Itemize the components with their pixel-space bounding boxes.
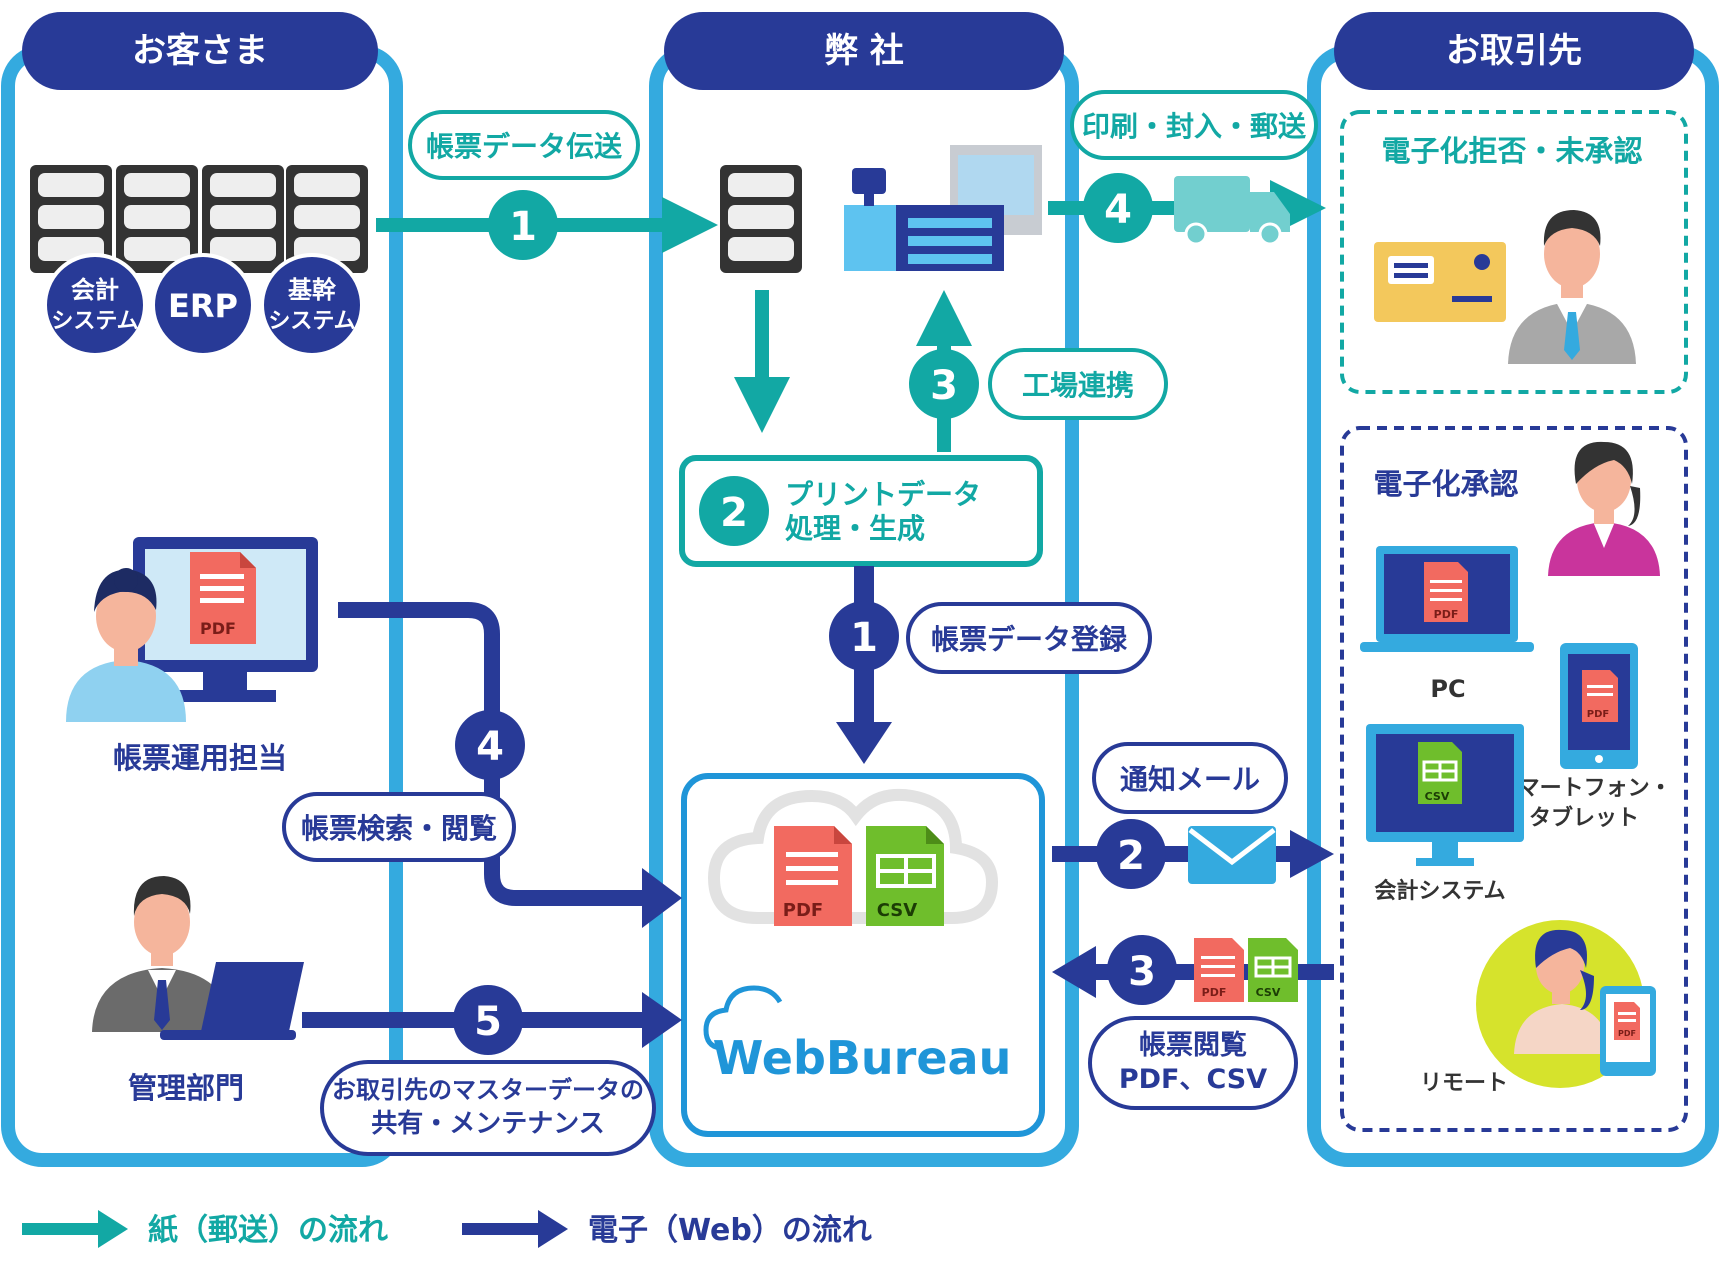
paper-step4-badge: 4 bbox=[1083, 173, 1153, 243]
paper-step1-badge: 1 bbox=[488, 190, 558, 260]
remote-label: リモート bbox=[1420, 1071, 1508, 1096]
company-column-title: 弊 社 bbox=[824, 31, 904, 71]
accounting-system-label: 会計システム bbox=[1374, 878, 1505, 904]
svg-text:4: 4 bbox=[476, 724, 504, 770]
svg-text:通知メール: 通知メール bbox=[1120, 763, 1260, 796]
monitor-pdf-icon: PDF bbox=[133, 537, 318, 702]
svg-text:システム: システム bbox=[51, 309, 138, 334]
paper-step1-label: 帳票データ伝送 bbox=[408, 110, 640, 180]
accounting-system-monitor-icon: CSV bbox=[1366, 724, 1524, 866]
svg-text:基幹: 基幹 bbox=[288, 276, 337, 304]
svg-text:3: 3 bbox=[1128, 949, 1156, 995]
web-step1-label: 帳票データ登録 bbox=[906, 602, 1152, 674]
webbureau-csv-icon: CSV bbox=[866, 826, 944, 926]
svg-text:CSV: CSV bbox=[1256, 986, 1281, 999]
mail-icon bbox=[1188, 826, 1276, 884]
rejected-group-title: 電子化拒否・未承認 bbox=[1381, 134, 1642, 168]
remote-worker-illustration: PDF bbox=[1476, 920, 1656, 1088]
svg-text:2: 2 bbox=[720, 490, 748, 536]
svg-text:ERP: ERP bbox=[168, 287, 238, 325]
svg-text:2: 2 bbox=[1117, 833, 1145, 879]
svg-text:プリントデータ: プリントデータ bbox=[785, 478, 981, 511]
svg-text:1: 1 bbox=[509, 204, 537, 250]
svg-text:印刷・封入・郵送: 印刷・封入・郵送 bbox=[1082, 110, 1306, 143]
web-step3-badge: 3 bbox=[1107, 935, 1177, 1005]
paper-step4-label: 印刷・封入・郵送 bbox=[1070, 90, 1318, 160]
laptop-icon bbox=[160, 962, 304, 1040]
smartphone-label-line1: スマートフォン・ bbox=[1496, 776, 1671, 801]
web-step3-label: 帳票閲覧 PDF、CSV bbox=[1088, 1016, 1298, 1110]
svg-text:PDF: PDF bbox=[783, 900, 823, 921]
form-operator-label: 帳票運用担当 bbox=[113, 741, 287, 775]
step3-csv-icon: CSV bbox=[1248, 938, 1298, 1002]
web-step2-badge: 2 bbox=[1096, 819, 1166, 889]
female-operator-avatar bbox=[66, 568, 186, 722]
svg-text:PDF: PDF bbox=[200, 619, 236, 638]
management-label: 管理部門 bbox=[128, 1071, 244, 1105]
customer-server-rack-icon bbox=[30, 165, 368, 273]
partner-female-avatar bbox=[1548, 441, 1660, 576]
web-step2-label: 通知メール bbox=[1092, 742, 1288, 814]
svg-text:処理・生成: 処理・生成 bbox=[785, 512, 925, 545]
manager-avatar bbox=[92, 876, 232, 1032]
customer-column-title: お客さま bbox=[132, 31, 268, 71]
step3-pdf-icon: PDF bbox=[1194, 938, 1244, 1002]
postcard-icon bbox=[1374, 242, 1506, 322]
svg-text:PDF: PDF bbox=[1434, 608, 1459, 621]
svg-text:PDF: PDF bbox=[1202, 986, 1227, 999]
approved-group-title: 電子化承認 bbox=[1373, 467, 1518, 501]
paper-step3-label: 工場連携 bbox=[988, 348, 1168, 420]
core-system-badge: 基幹 システム bbox=[260, 253, 364, 357]
legend-paper-label: 紙（郵送）の流れ bbox=[148, 1213, 388, 1248]
svg-text:PDF: PDF bbox=[1587, 709, 1609, 720]
web-step5-label: お取引先のマスターデータの 共有・メンテナンス bbox=[320, 1060, 656, 1156]
svg-text:帳票データ登録: 帳票データ登録 bbox=[931, 623, 1128, 656]
legend-paper: 紙（郵送）の流れ bbox=[22, 1210, 388, 1248]
svg-text:4: 4 bbox=[1104, 187, 1132, 233]
web-step1-badge: 1 bbox=[829, 601, 899, 671]
web-step4-badge: 4 bbox=[455, 710, 525, 780]
printer-icon bbox=[844, 145, 1042, 271]
svg-text:工場連携: 工場連携 bbox=[1022, 369, 1134, 402]
legend-web-label: 電子（Web）の流れ bbox=[588, 1213, 872, 1248]
smartphone-icon: PDF bbox=[1560, 643, 1638, 769]
pc-label: PC bbox=[1430, 675, 1465, 703]
partner-male-avatar bbox=[1508, 210, 1636, 364]
paper-step2-box: 2 プリントデータ 処理・生成 bbox=[679, 455, 1043, 567]
svg-text:CSV: CSV bbox=[1425, 790, 1450, 803]
paper-step3-badge: 3 bbox=[909, 349, 979, 419]
web-step5-badge: 5 bbox=[453, 985, 523, 1055]
svg-text:システム: システム bbox=[268, 309, 355, 334]
webbureau-pdf-icon: PDF bbox=[774, 826, 852, 926]
svg-text:お取引先のマスターデータの: お取引先のマスターデータの bbox=[332, 1076, 644, 1104]
web-step4-label: 帳票検索・閲覧 bbox=[282, 792, 516, 862]
company-server-icon bbox=[720, 165, 802, 273]
svg-text:CSV: CSV bbox=[877, 900, 918, 921]
svg-text:帳票データ伝送: 帳票データ伝送 bbox=[426, 130, 622, 163]
svg-text:PDF: PDF bbox=[1618, 1029, 1636, 1038]
svg-text:3: 3 bbox=[930, 363, 958, 409]
smartphone-label-line2: タブレット bbox=[1529, 805, 1639, 831]
svg-text:会計: 会計 bbox=[71, 276, 119, 304]
svg-text:1: 1 bbox=[850, 615, 878, 661]
svg-text:共有・メンテナンス: 共有・メンテナンス bbox=[371, 1109, 604, 1139]
webbureau-logo: WebBureau bbox=[703, 985, 1012, 1085]
svg-text:帳票閲覧: 帳票閲覧 bbox=[1139, 1030, 1247, 1061]
svg-text:WebBureau: WebBureau bbox=[713, 1031, 1012, 1085]
pc-icon: PDF bbox=[1360, 546, 1534, 652]
erp-badge: ERP bbox=[151, 253, 255, 357]
legend-web: 電子（Web）の流れ bbox=[462, 1210, 872, 1248]
svg-text:5: 5 bbox=[474, 999, 502, 1045]
accounting-system-badge: 会計 システム bbox=[43, 253, 147, 357]
svg-text:帳票検索・閲覧: 帳票検索・閲覧 bbox=[301, 812, 497, 845]
partner-column-title: お取引先 bbox=[1446, 31, 1582, 71]
truck-icon bbox=[1174, 176, 1290, 246]
svg-text:PDF、CSV: PDF、CSV bbox=[1119, 1064, 1267, 1095]
